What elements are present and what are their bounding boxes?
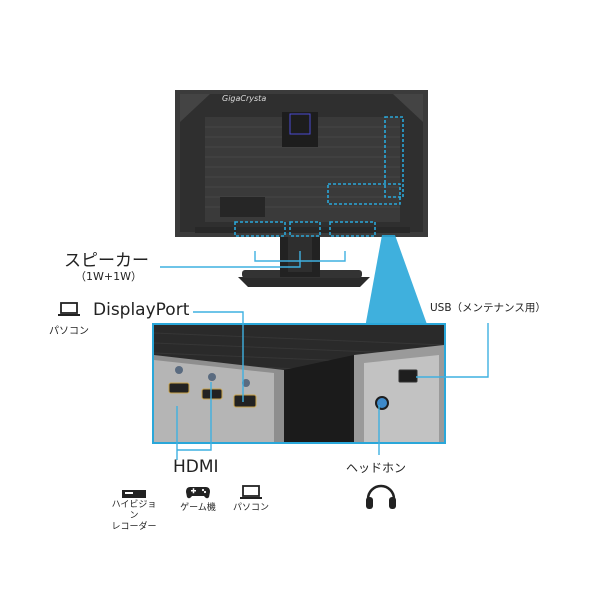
displayport-label: DisplayPort xyxy=(93,300,190,320)
laptop-icon xyxy=(239,484,263,502)
laptop-icon xyxy=(57,301,81,319)
displayport-device-label: パソコン xyxy=(49,326,89,337)
hdmi-device-label: パソコン xyxy=(232,503,269,513)
zoomed-ports-panel xyxy=(152,323,446,444)
speaker-label: スピーカー xyxy=(64,251,149,271)
headphone-label: ヘッドホン xyxy=(346,461,407,475)
hdmi-device-label: ゲーム機 xyxy=(180,503,216,513)
hdmi-label: HDMI xyxy=(173,457,219,477)
hdmi-device-label: ハイビジョン レコーダー xyxy=(111,500,157,532)
brand-logo: GigaCrysta xyxy=(222,94,267,103)
recorder-icon xyxy=(121,487,147,499)
speaker-spec-label: （1W+1W） xyxy=(75,270,142,283)
usb-label: USB（メンテナンス用） xyxy=(430,302,546,314)
headphone-icon xyxy=(363,479,399,511)
gamepad-icon xyxy=(185,484,211,500)
